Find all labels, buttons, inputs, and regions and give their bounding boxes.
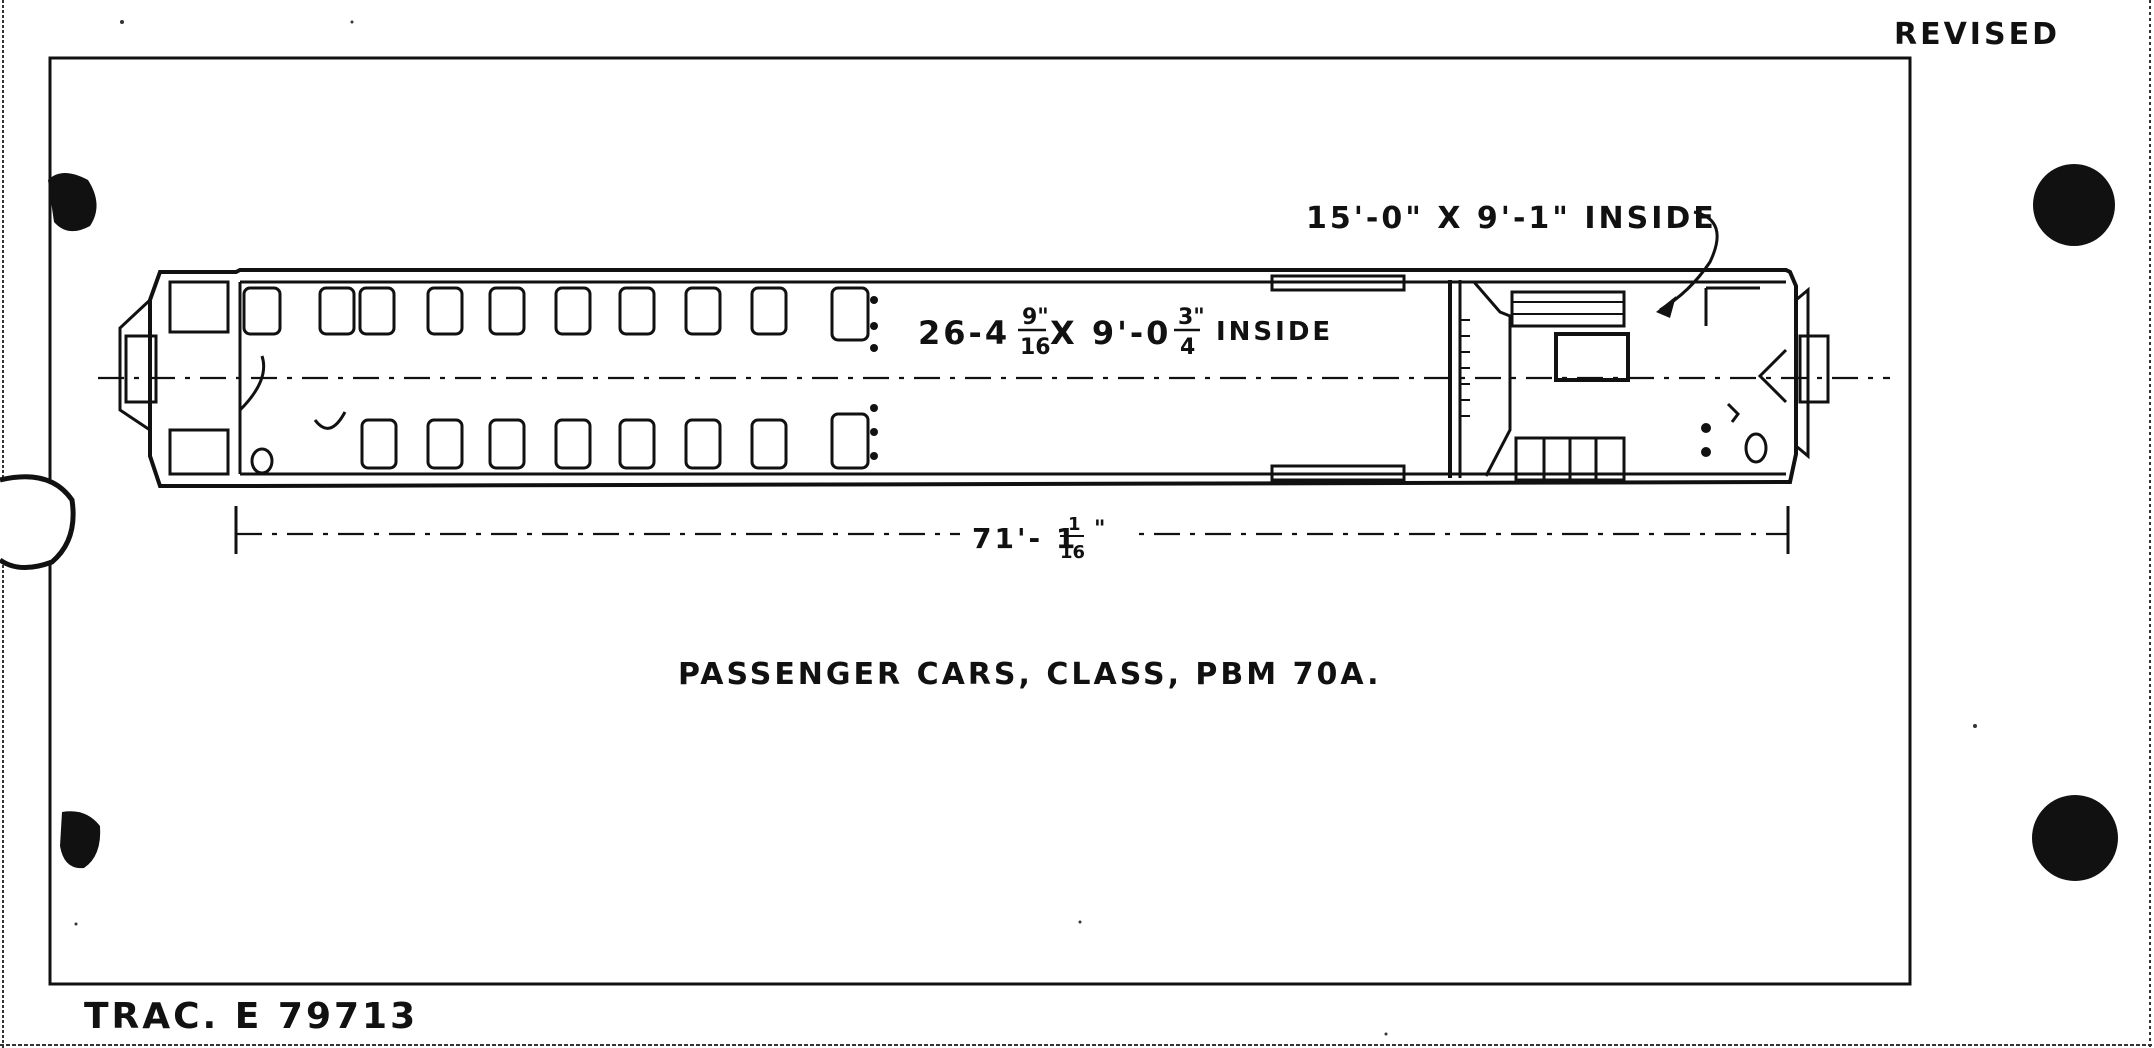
paper-specks bbox=[74, 20, 1977, 1036]
punch-hole-icon bbox=[0, 474, 76, 570]
saloon-dim-frac2-num: 3" bbox=[1178, 305, 1205, 330]
seat-row-top bbox=[242, 286, 870, 342]
length-frac-den: 16 bbox=[1060, 542, 1085, 563]
saloon-dimension-label: 26-4 9" 16 X 9'-0 3" 4 INSIDE bbox=[918, 305, 1333, 360]
punch-hole-icon bbox=[48, 173, 97, 232]
punch-hole-icon bbox=[2032, 795, 2118, 881]
punch-hole-icon bbox=[60, 811, 101, 869]
length-frac-num: 1 bbox=[1068, 514, 1081, 535]
saloon-dim-frac1-den: 16 bbox=[1020, 335, 1051, 360]
saloon-dim-prefix: 26-4 bbox=[918, 314, 1010, 352]
compartment-dimension-label: 15'-0" X 9'-1" INSIDE bbox=[1306, 201, 1717, 236]
seat-row-bottom bbox=[360, 412, 870, 470]
punch-hole-icon bbox=[2033, 164, 2115, 246]
saloon-dim-frac1-num: 9" bbox=[1022, 305, 1049, 330]
tracing-number: TRAC. E 79713 bbox=[84, 996, 418, 1037]
drawing-caption: PASSENGER CARS, CLASS, PBM 70A. bbox=[678, 657, 1382, 692]
length-whole: 71'- 1 bbox=[972, 522, 1078, 555]
saloon-dim-suffix: INSIDE bbox=[1216, 317, 1333, 347]
length-inch-mark: " bbox=[1094, 517, 1108, 542]
saloon-dim-frac2-den: 4 bbox=[1180, 335, 1195, 360]
overall-length-label: 71'- 1 1 16 " bbox=[960, 514, 1130, 563]
revised-mark: REVISED bbox=[1894, 17, 2060, 52]
arrow-icon bbox=[1659, 210, 1719, 312]
punch-holes bbox=[0, 164, 2118, 881]
saloon-dim-mid: X 9'-0 bbox=[1050, 314, 1171, 352]
